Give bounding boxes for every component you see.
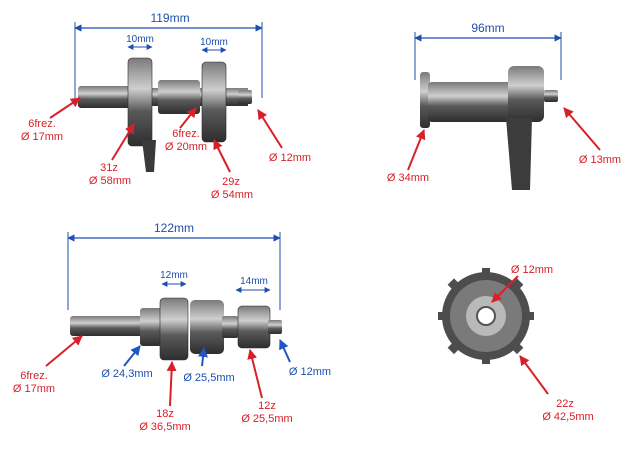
lr-gear-1: 22z — [556, 398, 574, 410]
ll-gear-width-1: 12mm — [160, 270, 188, 281]
ul-gear-width-1: 10mm — [126, 34, 154, 45]
ul-gear-small-2: Ø 54mm — [210, 189, 254, 201]
upper-left-shaft-drawing — [74, 22, 263, 172]
lower-right-gear-drawing — [438, 268, 534, 364]
lr-gear-2: Ø 42,5mm — [542, 411, 594, 423]
ll-gear-small-2: Ø 25,5mm — [241, 413, 293, 425]
ul-spline-left-1: 6frez. — [28, 118, 56, 130]
ll-gear-width-2: 14mm — [240, 276, 268, 287]
ll-gear-large-1: 18z — [156, 408, 174, 420]
ul-spline-mid-2: Ø 20mm — [164, 141, 208, 153]
ur-overall-length: 96mm — [471, 21, 505, 35]
upper-right-drum-drawing — [414, 32, 562, 190]
ll-gear-large-2: Ø 36,5mm — [139, 421, 191, 433]
blue-pointer-lines — [123, 339, 291, 367]
ul-right-end: Ø 12mm — [268, 152, 312, 164]
ul-gear-big-1: 31z — [100, 162, 118, 174]
ur-left-diameter: Ø 34mm — [386, 172, 430, 184]
ll-gear-small-1: 12z — [258, 400, 276, 412]
ll-blue-2: Ø 25,5mm — [183, 372, 235, 384]
lower-left-shaft-drawing — [67, 232, 282, 361]
ll-spline-left-1: 6frez. — [20, 370, 48, 382]
ul-spline-mid-1: 6frez. — [172, 128, 200, 140]
ur-right-diameter: Ø 13mm — [578, 154, 622, 166]
ll-spline-left-2: Ø 17mm — [12, 383, 56, 395]
ul-gear-width-2: 10mm — [200, 37, 228, 48]
ul-gear-big-2: Ø 58mm — [88, 175, 132, 187]
lr-bore: Ø 12mm — [510, 264, 554, 276]
ll-blue-1: Ø 24,3mm — [101, 368, 153, 380]
ul-gear-small-1: 29z — [222, 176, 240, 188]
ul-spline-left-2: Ø 17mm — [20, 131, 64, 143]
ll-blue-3: Ø 12mm — [288, 366, 332, 378]
ul-overall-length: 119mm — [150, 11, 190, 25]
ll-overall-length: 122mm — [153, 221, 194, 235]
red-pointer-lines — [45, 97, 601, 407]
